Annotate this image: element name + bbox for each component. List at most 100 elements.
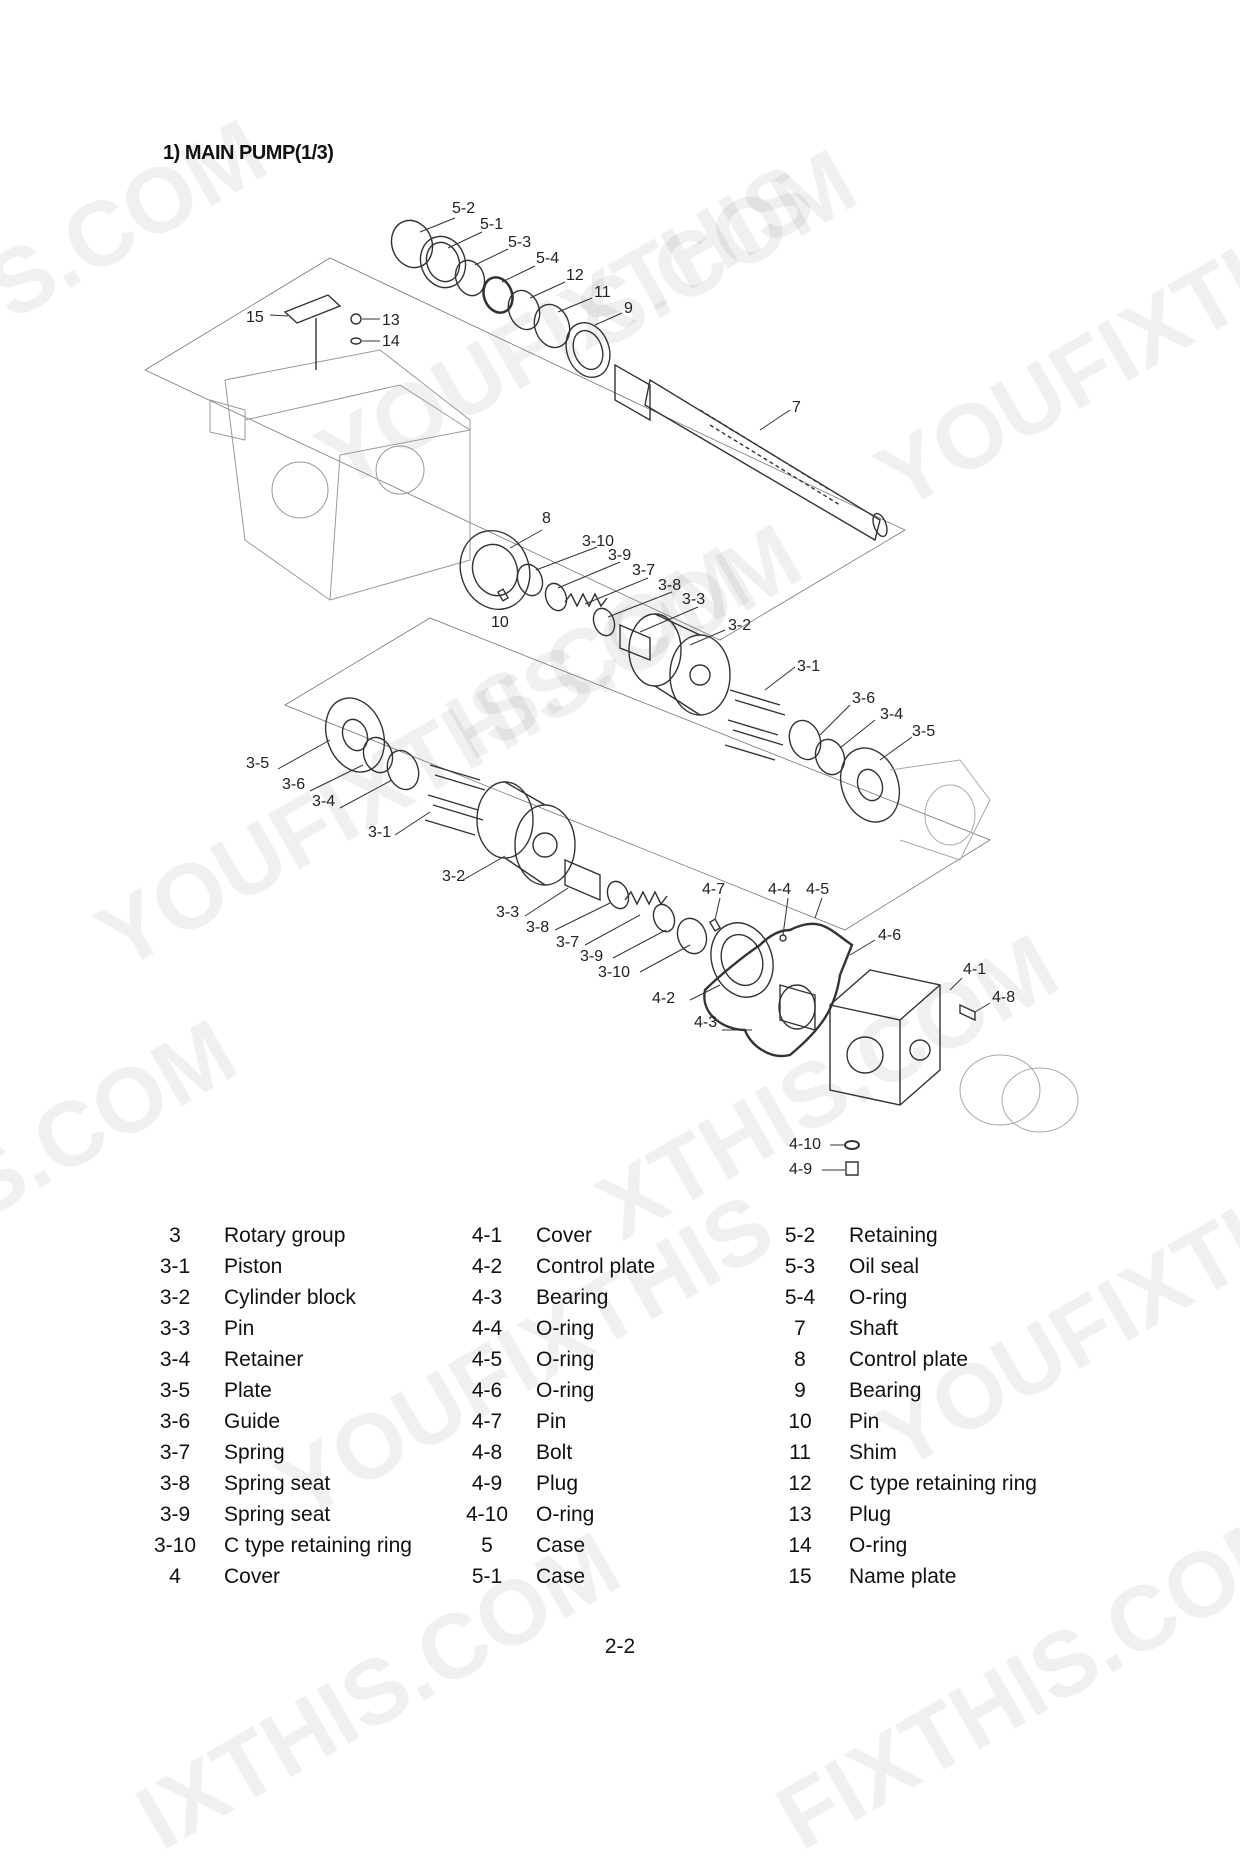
part-name: Shim [849,1441,897,1464]
part-number: 11 [789,1441,811,1464]
cylinder-block-icon [628,613,731,716]
callout-3-5: 3-5 [912,723,935,740]
pump-case-icon [209,349,471,601]
callout-5-2: 5-2 [452,200,475,217]
control-plate-lower-icon [710,922,774,998]
part-name: O-ring [536,1348,595,1371]
parts-row: 4-7 Pin [452,1406,772,1437]
retaining-ring-icon [390,219,434,269]
part-name: O-ring [849,1534,908,1557]
part-name: Cylinder block [224,1286,356,1309]
callout-3-7: 3-7 [632,562,655,579]
part-name: Plug [536,1472,579,1495]
callout-8: 8 [542,510,551,527]
section-title: 1) MAIN PUMP(1/3) [163,142,334,164]
part-name: Pin [224,1317,255,1340]
parts-row: 3-2 Cylinder block [140,1282,460,1313]
part-number: 3-1 [159,1255,191,1278]
part-name: Oil seal [849,1255,920,1278]
guide-plane-middle [284,617,991,931]
callout-3-2: 3-2 [728,617,751,634]
parts-row: 11 Shim [765,1437,1085,1468]
part-number: 4-8 [471,1441,503,1464]
callout-3-4: 3-4 [880,706,903,723]
part-number: 4-4 [471,1317,503,1340]
part-name: Spring [224,1441,285,1464]
bearing-4-3-icon [779,984,816,1031]
piston-lower-icon [424,764,486,836]
shim-icon [533,303,571,349]
pin-icon [496,588,510,602]
pin-lower-icon [564,858,601,902]
retainer-icon [788,719,822,761]
part-name: Plate [224,1379,272,1402]
spring-icon [564,592,608,608]
callout-14: 14 [382,333,400,350]
callout-3-1: 3-1 [797,658,820,675]
part-name: Case [536,1534,586,1557]
part-number: 3-3 [159,1317,191,1340]
part-number: 3-4 [159,1348,191,1371]
callout-4-2: 4-2 [652,990,675,1007]
retainer-lower-icon [386,749,420,791]
callout-13: 13 [382,312,400,329]
callout-7: 7 [792,399,801,416]
control-plate-icon [459,529,531,611]
shaft-icon [614,363,888,542]
part-number: 7 [794,1317,806,1340]
cylinder-block-lower-icon [476,781,576,886]
part-name: Spring seat [224,1472,331,1495]
part-number: 12 [788,1472,812,1495]
callout-3-6-lower: 3-6 [282,776,305,793]
part-number: 3-10 [153,1534,197,1557]
callout-3-10: 3-10 [582,533,614,550]
o-ring-4-10-icon [844,1140,860,1150]
callout-4-6: 4-6 [878,927,901,944]
page-number: 2-2 [604,1635,636,1658]
part-name: C type retaining ring [224,1534,412,1557]
callout-4-5: 4-5 [806,881,829,898]
callout-9: 9 [624,300,633,317]
bearing-icon [565,322,611,378]
part-number: 3-2 [159,1286,191,1309]
part-name: O-ring [849,1286,908,1309]
callout-3-7-lower: 3-7 [556,934,579,951]
part-name: Pin [536,1410,567,1433]
part-number: 4-7 [471,1410,503,1433]
o-ring-small-icon [350,337,362,345]
part-number: 4-2 [471,1255,503,1278]
part-name: Plug [849,1503,892,1526]
plug-icon [350,313,362,325]
part-name: Control plate [849,1348,969,1371]
cover-icon [829,969,941,1106]
callout-11: 11 [594,284,611,301]
c-ring-icon [507,289,541,331]
callout-3-2-lower: 3-2 [442,868,465,885]
part-number: 4-1 [471,1224,503,1247]
part-name: Case [536,1565,586,1588]
part-name: Bearing [849,1379,922,1402]
case-ring-icon [419,235,467,289]
callout-15: 15 [246,309,264,326]
part-name: Control plate [536,1255,656,1278]
